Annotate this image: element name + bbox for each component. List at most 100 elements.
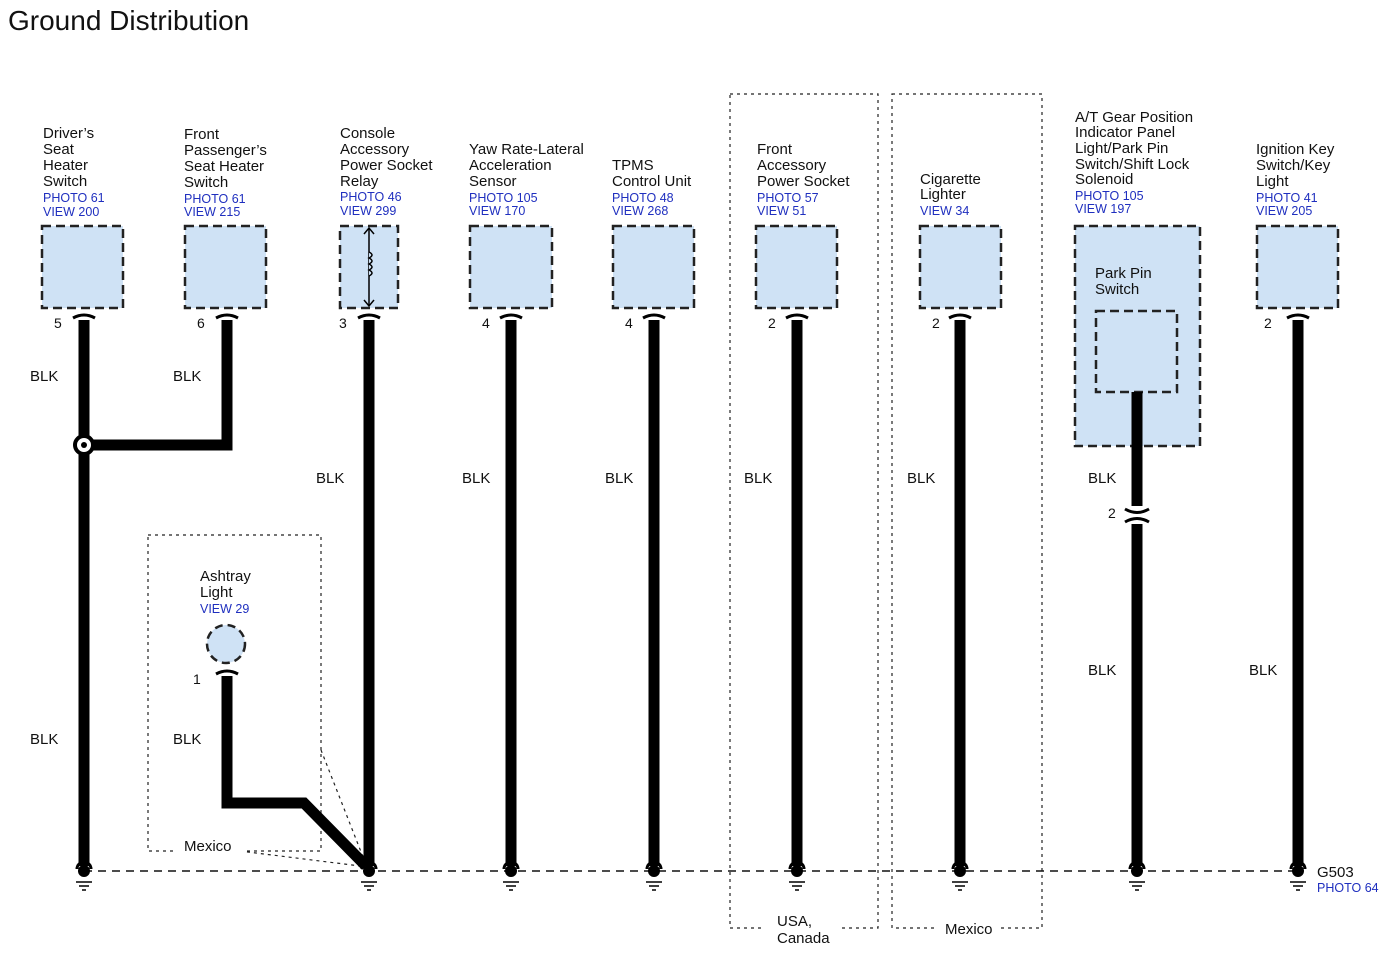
component-drivers-seat-heater-switch: Driver’s Seat Heater Switch PHOTO 61 VIE…	[40, 125, 125, 331]
mexico-region-right-label: Mexico	[945, 921, 993, 938]
wire-color-label: BLK	[462, 470, 490, 487]
ground-photo-ref: PHOTO 64	[1317, 881, 1379, 895]
pin-number: 4	[625, 315, 633, 331]
component-label: Acceleration	[469, 157, 552, 174]
component-label: Power Socket	[340, 157, 433, 174]
photo-ref: PHOTO 105	[469, 191, 538, 205]
component-label: Ignition Key	[1256, 141, 1335, 158]
wire-color-label: BLK	[744, 470, 772, 487]
page-title: Ground Distribution	[8, 5, 249, 36]
view-ref: VIEW 197	[1075, 202, 1131, 216]
component-label: Light/Park Pin	[1075, 140, 1168, 157]
component-box	[918, 224, 1003, 310]
component-label: Switch/Key	[1256, 157, 1331, 174]
ground-icon	[645, 860, 663, 891]
pin-number: 2	[768, 315, 776, 331]
component-label: Passenger’s	[184, 142, 267, 159]
component-label: Switch/Shift Lock	[1075, 156, 1190, 173]
mexico-region-leader	[320, 749, 366, 863]
component-label: Switch	[43, 173, 87, 190]
component-box	[468, 224, 554, 310]
component-yaw-rate-sensor: Yaw Rate-Lateral Acceleration Sensor PHO…	[468, 141, 584, 331]
component-label: Front	[757, 141, 793, 158]
component-label: Ashtray	[200, 568, 251, 585]
photo-ref: PHOTO 48	[612, 191, 674, 205]
pin-number: 2	[1264, 315, 1272, 331]
view-ref: VIEW 299	[340, 204, 396, 218]
pin-number: 4	[482, 315, 490, 331]
component-label: Yaw Rate-Lateral	[469, 141, 584, 158]
bulb-icon	[205, 623, 247, 665]
ground-icon	[75, 860, 93, 891]
photo-ref: PHOTO 46	[340, 190, 402, 204]
component-label: A/T Gear Position	[1075, 109, 1193, 126]
wire-color-label: BLK	[30, 731, 58, 748]
component-box	[611, 224, 696, 310]
component-ignition-key-switch-light: Ignition Key Switch/Key Light PHOTO 41 V…	[1255, 141, 1340, 331]
view-ref: VIEW 205	[1256, 204, 1312, 218]
view-ref: VIEW 170	[469, 204, 525, 218]
component-label: Control Unit	[612, 173, 692, 190]
ground-icon	[502, 860, 520, 891]
wire-ashtray-light	[221, 676, 370, 870]
wire-front-passenger-seat	[84, 320, 233, 451]
inner-component-label: Switch	[1095, 281, 1139, 298]
component-label: Relay	[340, 173, 379, 190]
component-box	[40, 224, 125, 310]
usa-canada-region	[729, 93, 879, 929]
wire-color-label: BLK	[173, 731, 201, 748]
component-label: Light	[1256, 173, 1289, 190]
ground-name: G503	[1317, 864, 1354, 881]
component-ashtray-light: Ashtray Light VIEW 29 1	[193, 568, 251, 687]
pin-number: 3	[339, 315, 347, 331]
park-pin-switch-box	[1094, 309, 1179, 394]
component-at-gear-position-indicator: A/T Gear Position Indicator Panel Light/…	[1073, 109, 1202, 448]
wire-color-label: BLK	[1249, 662, 1277, 679]
component-label: Indicator Panel	[1075, 124, 1175, 141]
view-ref: VIEW 268	[612, 204, 668, 218]
view-ref: VIEW 200	[43, 205, 99, 219]
component-label: Power Socket	[757, 173, 850, 190]
component-box	[1255, 224, 1340, 310]
wire-color-label: BLK	[316, 470, 344, 487]
mexico-region-left-label: Mexico	[184, 838, 232, 855]
component-cigarette-lighter: Cigarette Lighter VIEW 34 2	[918, 171, 1003, 331]
component-console-accessory-power-socket-relay: Console Accessory Power Socket Relay PHO…	[338, 125, 433, 331]
component-label: Seat Heater	[184, 158, 264, 175]
relay-coil-icon	[363, 226, 375, 308]
ground-icon	[788, 860, 806, 891]
photo-ref: PHOTO 57	[757, 191, 819, 205]
pin-number: 6	[197, 315, 205, 331]
view-ref: VIEW 215	[184, 205, 240, 219]
component-label: Solenoid	[1075, 171, 1133, 188]
pin-number: 2	[1108, 505, 1116, 521]
ground-icon	[1289, 860, 1307, 891]
component-tpms-control-unit: TPMS Control Unit PHOTO 48 VIEW 268 4	[611, 157, 696, 331]
usa-canada-label-line1: USA,	[777, 913, 812, 930]
component-label: TPMS	[612, 157, 654, 174]
inner-component-label: Park Pin	[1095, 265, 1152, 282]
wire-color-label: BLK	[1088, 470, 1116, 487]
inline-connector	[1124, 507, 1150, 524]
ground-symbols	[75, 860, 1307, 891]
pin-number: 1	[193, 671, 201, 687]
wire-color-label: BLK	[173, 368, 201, 385]
component-box	[754, 224, 839, 310]
photo-ref: PHOTO 61	[43, 191, 105, 205]
wire-color-label: BLK	[1088, 662, 1116, 679]
component-label: Lighter	[920, 186, 966, 203]
wire-color-label: BLK	[907, 470, 935, 487]
photo-ref: PHOTO 61	[184, 192, 246, 206]
ground-icon	[951, 860, 969, 891]
ground-icon	[1128, 860, 1146, 891]
component-front-accessory-power-socket: Front Accessory Power Socket PHOTO 57 VI…	[754, 141, 850, 331]
component-label: Switch	[184, 174, 228, 191]
component-front-passenger-seat-heater-switch: Front Passenger’s Seat Heater Switch PHO…	[183, 126, 268, 331]
component-label: Front	[184, 126, 220, 143]
pin-number: 5	[54, 315, 62, 331]
mexico-region-leader-bottom	[239, 850, 361, 867]
component-box	[183, 224, 268, 310]
component-label: Heater	[43, 157, 88, 174]
component-label: Driver’s	[43, 125, 94, 142]
